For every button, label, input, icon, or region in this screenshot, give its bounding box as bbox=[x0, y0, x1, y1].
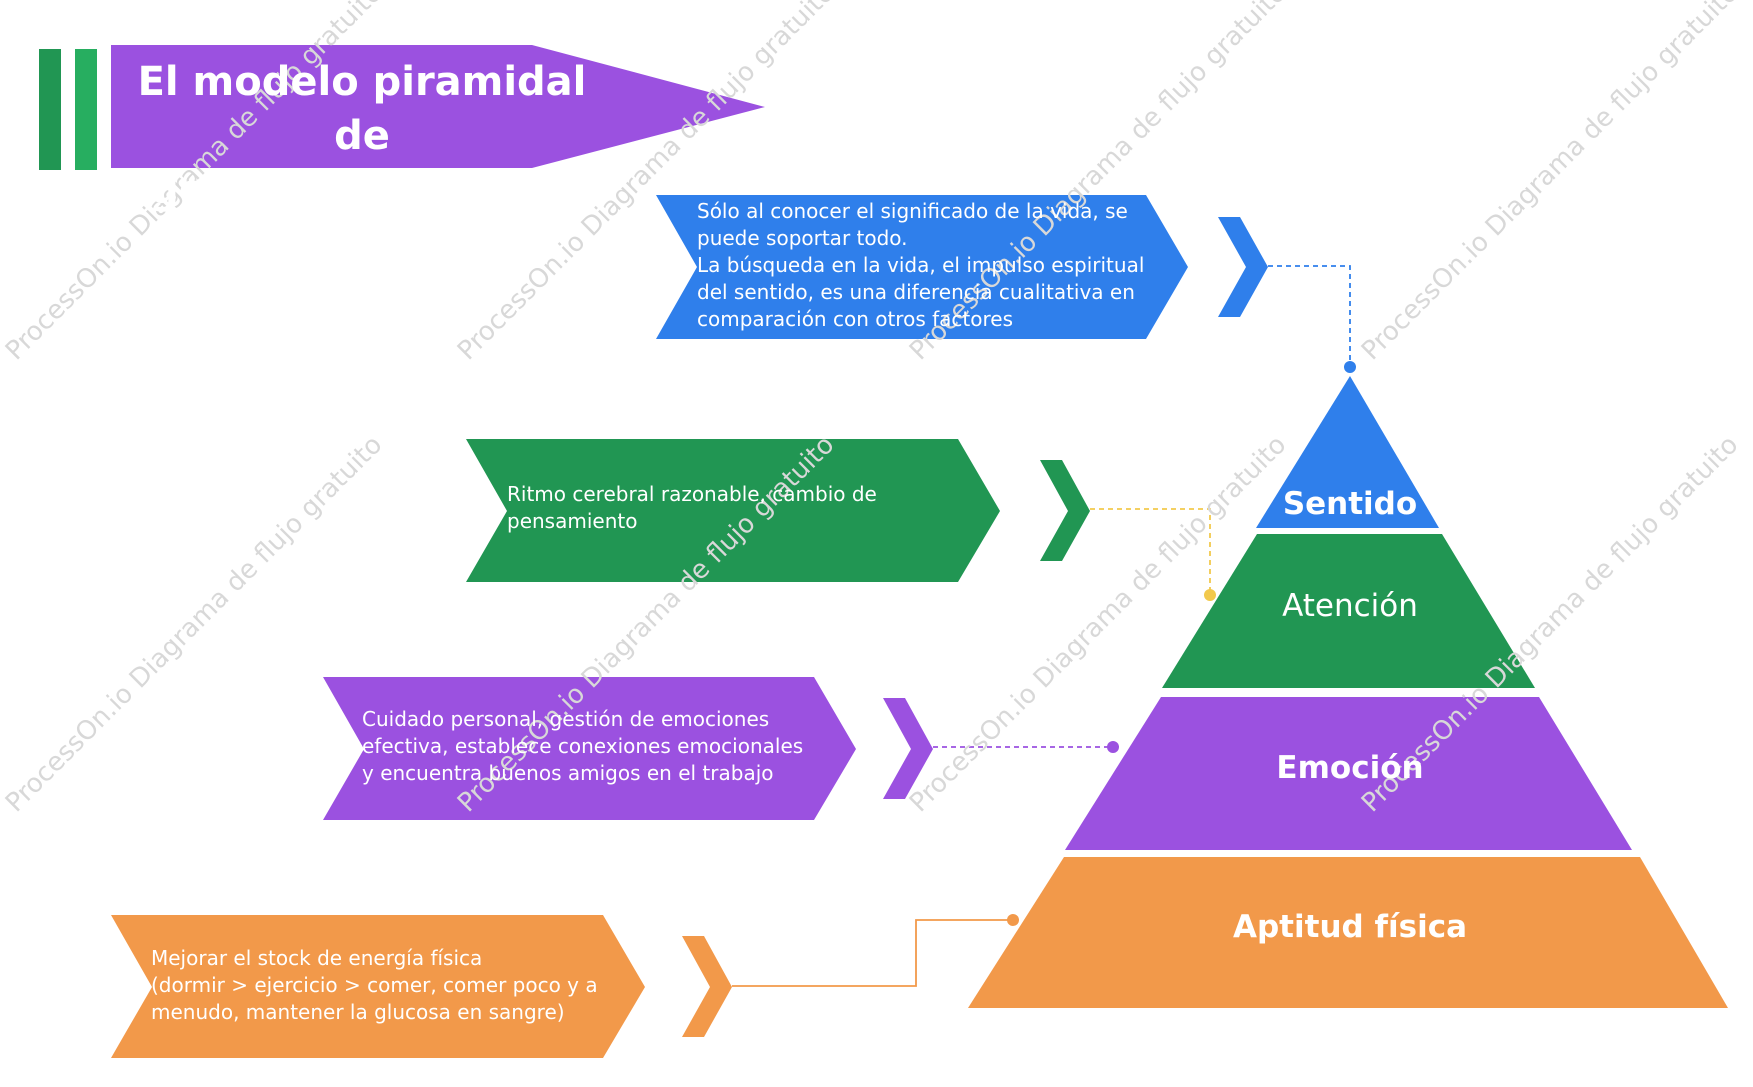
connector-atencion bbox=[1090, 508, 1211, 594]
title-banner bbox=[111, 45, 765, 168]
title-accent-bar-dark bbox=[39, 49, 61, 170]
description-aptitud: Mejorar el stock de energía física (dorm… bbox=[151, 945, 621, 1026]
pyramid-label-atencion: Atención bbox=[1282, 588, 1418, 624]
page-title: El modelo piramidal de gestión de energí… bbox=[112, 55, 612, 217]
connector-dot-sentido bbox=[1344, 361, 1356, 373]
description-line: Ritmo cerebral razonable, cambio de bbox=[507, 482, 877, 506]
title-line-2: gestión de energía bbox=[150, 167, 574, 213]
connector-dot-atencion bbox=[1204, 589, 1216, 601]
description-atencion: Ritmo cerebral razonable, cambio de pens… bbox=[507, 481, 977, 535]
description-line: puede soportar todo. bbox=[697, 226, 908, 250]
pyramid-level-sentido bbox=[1256, 376, 1439, 528]
pyramid-label-sentido: Sentido bbox=[1282, 486, 1418, 522]
description-line: menudo, mantener la glucosa en sangre) bbox=[151, 1000, 565, 1024]
description-emocion: Cuidado personal, gestión de emociones e… bbox=[362, 706, 832, 787]
description-sentido: Sólo al conocer el significado de la vid… bbox=[697, 198, 1167, 333]
description-arrow-sentido bbox=[656, 195, 1188, 339]
description-line: (dormir > ejercicio > comer, comer poco … bbox=[151, 973, 598, 997]
description-arrow-emocion bbox=[323, 677, 856, 820]
chevron-emocion-icon bbox=[883, 698, 933, 799]
description-line: Sólo al conocer el significado de la vid… bbox=[697, 199, 1128, 223]
description-arrow-atencion bbox=[466, 439, 1000, 582]
description-line: del sentido, es una diferencia cualitati… bbox=[697, 280, 1135, 304]
description-line: pensamiento bbox=[507, 509, 638, 533]
title-line-1: El modelo piramidal de bbox=[137, 59, 587, 159]
connector-dot-emocion bbox=[1107, 741, 1119, 753]
chevron-aptitud-icon bbox=[682, 936, 732, 1037]
chevron-sentido-icon bbox=[1218, 217, 1268, 317]
pyramid-level-emocion bbox=[1065, 697, 1632, 850]
description-arrow-aptitud bbox=[111, 915, 645, 1058]
connector-dot-aptitud bbox=[1007, 914, 1019, 926]
chevron-atencion-icon bbox=[1040, 460, 1090, 561]
connector-aptitud bbox=[732, 919, 1012, 987]
pyramid-level-aptitud bbox=[968, 857, 1728, 1008]
pyramid-level-atencion bbox=[1162, 534, 1535, 688]
description-line: comparación con otros factores bbox=[697, 307, 1013, 331]
description-line: La búsqueda en la vida, el impulso espir… bbox=[697, 253, 1145, 277]
description-line: y encuentra buenos amigos en el trabajo bbox=[362, 761, 774, 785]
pyramid-label-emocion: Emoción bbox=[1276, 750, 1424, 786]
title-accent-bar-light bbox=[75, 49, 97, 170]
pyramid-label-aptitud: Aptitud física bbox=[1233, 909, 1467, 945]
connector-sentido bbox=[1268, 265, 1351, 366]
description-line: Cuidado personal, gestión de emociones bbox=[362, 707, 770, 731]
description-line: Mejorar el stock de energía física bbox=[151, 946, 483, 970]
description-line: efectiva, establece conexiones emocional… bbox=[362, 734, 804, 758]
